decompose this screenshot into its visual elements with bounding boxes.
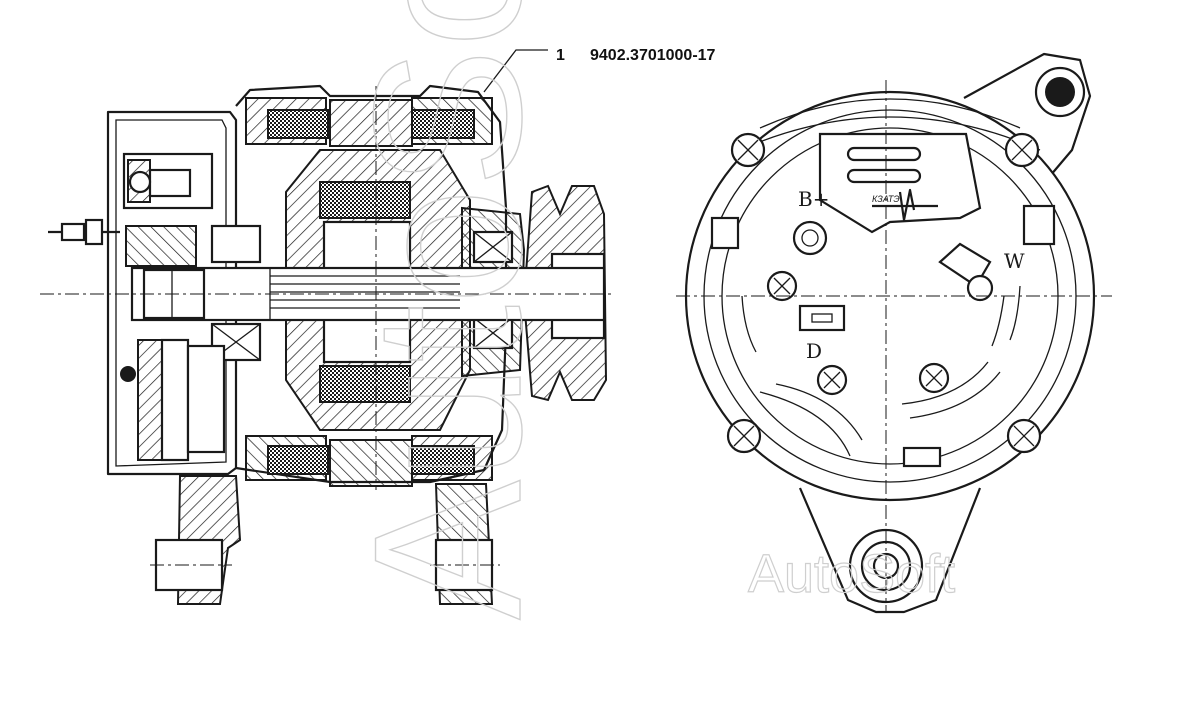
watermark: AutoSoft AutoSoft	[329, 0, 955, 621]
vent-slot	[759, 391, 851, 457]
side-clip-bottom	[902, 446, 942, 468]
mounting-ear-bottom	[798, 487, 982, 614]
rotor-field-coil	[319, 181, 411, 219]
watermark-horizontal: AutoSoft	[748, 544, 955, 604]
cross-screw	[1006, 418, 1042, 454]
part-callout: 1 9402.3701000-17	[483, 47, 716, 93]
mounting-ear-top	[963, 52, 1092, 177]
cross-screw	[766, 270, 798, 302]
terminal-label-b-plus: B+	[798, 187, 829, 211]
rear-bearing	[210, 224, 262, 264]
callout-number: 1	[556, 47, 565, 64]
terminal-d	[798, 304, 846, 332]
stator-winding-bottom-left	[267, 445, 329, 475]
stator-winding-top-right	[411, 109, 475, 139]
terminal-label-d: D	[806, 339, 822, 363]
vent-slot	[909, 371, 1001, 419]
side-clip-right	[1022, 204, 1056, 246]
vent-slot	[741, 295, 757, 353]
end-view: КЗАТЭ B+ W D	[676, 52, 1112, 614]
mounting-bolt-top	[1045, 77, 1075, 107]
cross-screw	[816, 364, 848, 396]
terminal-b-plus	[792, 220, 828, 256]
watermark-vertical: AutoSoft	[330, 0, 565, 620]
part-code: 9402.3701000-17	[590, 47, 716, 64]
cross-screw	[918, 362, 950, 394]
cross-screw	[726, 418, 762, 454]
cross-screw	[1004, 132, 1040, 168]
sectional-view	[40, 84, 612, 605]
terminal-label-w: W	[1004, 249, 1025, 273]
side-clip-left	[710, 216, 740, 250]
stator-winding-top-left	[267, 109, 329, 139]
shaft-knurl	[270, 275, 460, 309]
rectifier-plate	[137, 339, 163, 461]
cross-screw	[730, 132, 766, 168]
